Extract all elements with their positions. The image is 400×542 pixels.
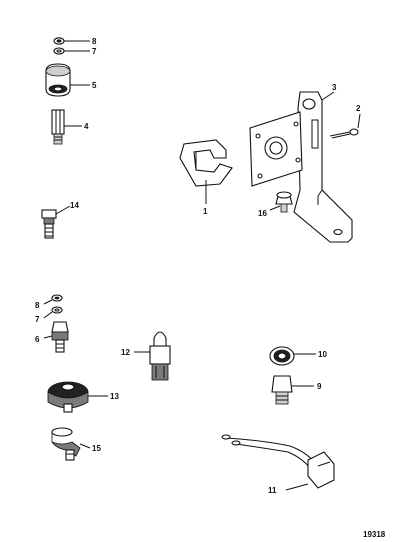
part-4-adapter: 4 — [51, 109, 89, 145]
callout-13: 13 — [110, 392, 119, 401]
figure-number: 19318 — [363, 530, 386, 539]
part-8-nut-top: 8 — [53, 37, 97, 46]
callout-11: 11 — [268, 486, 277, 495]
part-2-screw: 2 — [329, 104, 361, 139]
part-9-adapter: 9 — [271, 375, 322, 405]
callout-14: 14 — [70, 201, 79, 210]
callout-6: 6 — [35, 335, 40, 344]
part-7-washer-lower: 7 — [35, 306, 63, 324]
callout-7-top: 7 — [92, 47, 97, 56]
part-7-washer-top: 7 — [53, 47, 97, 56]
callout-7-lower: 7 — [35, 315, 40, 324]
callout-2: 2 — [356, 104, 361, 113]
part-5-sender: 5 — [45, 63, 97, 97]
part-3-bracket: 3 — [249, 83, 353, 243]
part-16-bolt: 16 — [258, 191, 293, 218]
part-6-switch: 6 — [35, 321, 69, 353]
callout-1: 1 — [203, 207, 208, 216]
callout-8-top: 8 — [92, 37, 97, 46]
part-1-clamp: 1 — [179, 139, 233, 216]
callout-5: 5 — [92, 81, 97, 90]
callout-12: 12 — [121, 348, 130, 357]
callout-3: 3 — [332, 83, 337, 92]
part-11-harness: 11 — [221, 434, 335, 495]
callout-8-lower: 8 — [35, 301, 40, 310]
callout-16: 16 — [258, 209, 267, 218]
part-8-nut-lower: 8 — [35, 294, 63, 310]
part-15-elbow: 15 — [51, 427, 101, 461]
callout-4: 4 — [84, 122, 89, 131]
callout-15: 15 — [92, 444, 101, 453]
callout-10: 10 — [318, 350, 327, 359]
part-14-sender: 14 — [41, 201, 79, 239]
part-13-knock-sensor: 13 — [47, 381, 119, 413]
callout-9: 9 — [317, 382, 322, 391]
part-10-sender: 10 — [269, 346, 327, 366]
part-12-connector: 12 — [121, 331, 171, 381]
